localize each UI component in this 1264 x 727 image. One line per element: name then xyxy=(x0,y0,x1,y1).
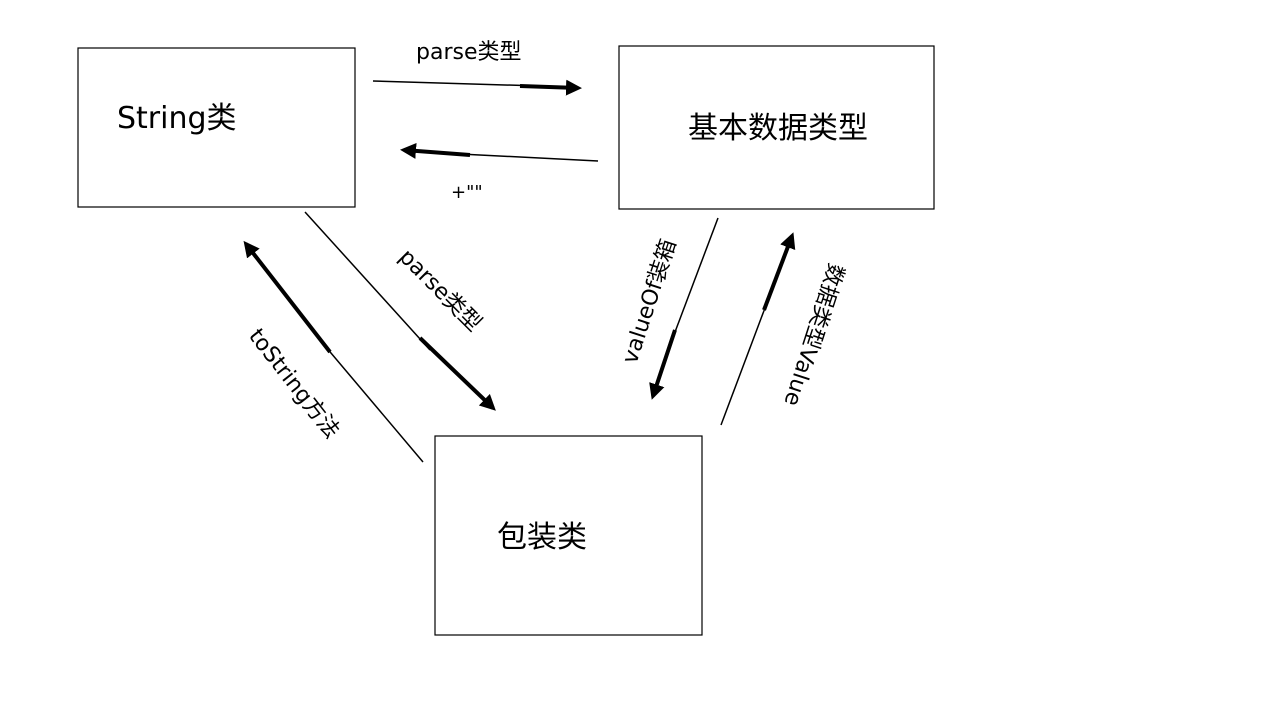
edge-wrapper-to-string-label: toString方法 xyxy=(243,324,344,443)
edge-string-to-wrapper-arrow xyxy=(418,336,496,411)
edge-string-to-primitive: parse类型 xyxy=(372,40,582,96)
primitive-type-box xyxy=(618,45,935,210)
edge-wrapper-to-primitive-label: 数据类型Value xyxy=(778,260,848,409)
edge-primitive-to-string-label: +"" xyxy=(451,182,483,203)
wrapper-class-box xyxy=(434,435,703,636)
wrapper-class-label: 包装类 xyxy=(497,520,587,555)
edge-string-to-wrapper: parse类型 xyxy=(304,211,496,411)
edge-string-to-wrapper-label: parse类型 xyxy=(394,245,486,337)
edge-wrapper-to-string-arrow xyxy=(243,240,332,354)
string-class-box xyxy=(77,47,356,208)
edge-primitive-to-wrapper: valueOf装箱 xyxy=(618,217,719,400)
primitive-type-label: 基本数据类型 xyxy=(688,111,868,146)
edge-string-to-primitive-arrow xyxy=(519,79,582,96)
edge-primitive-to-string: +"" xyxy=(400,142,599,203)
node-string: String类 xyxy=(77,47,356,208)
edge-primitive-to-string-arrow xyxy=(400,142,471,159)
edge-primitive-to-wrapper-arrow xyxy=(649,329,677,400)
edge-primitive-to-wrapper-label: valueOf装箱 xyxy=(618,236,682,367)
edge-string-to-primitive-label: parse类型 xyxy=(416,40,522,65)
edge-wrapper-to-string: toString方法 xyxy=(243,240,424,463)
node-wrapper: 包装类 xyxy=(434,435,703,636)
string-class-label: String类 xyxy=(117,101,237,136)
edge-wrapper-to-primitive: 数据类型Value xyxy=(720,232,848,426)
edge-wrapper-to-primitive-arrow xyxy=(762,232,796,311)
node-primitive: 基本数据类型 xyxy=(618,45,935,210)
